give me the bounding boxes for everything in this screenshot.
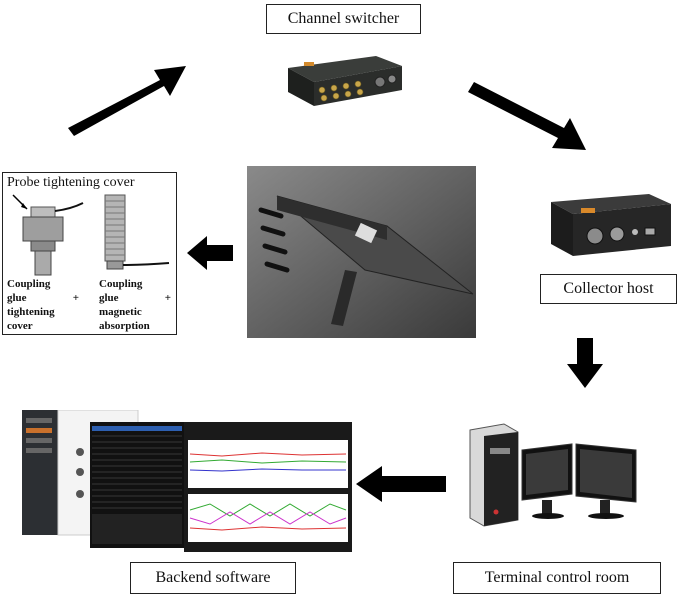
probe-panel-title: Probe tightening cover (7, 175, 135, 190)
probe-magnetic-image (104, 194, 170, 270)
probe-panel: Probe tightening cover Coupling glue + t… (2, 172, 177, 335)
left-caption-plus: + (72, 292, 79, 304)
backend-software-label: Backend software (130, 562, 296, 594)
center-sensor-photo (247, 166, 476, 338)
right-caption-line-3: magnetic (99, 306, 142, 318)
right-caption-line-4: absorption (99, 320, 150, 332)
probe-tightening-cover-image (12, 194, 84, 276)
arrow-left-bottom (356, 466, 446, 502)
right-caption-line-2: glue (99, 292, 119, 304)
left-caption-line-1: Coupling (7, 278, 51, 290)
backend-software-text: Backend software (155, 569, 271, 586)
backend-software-screenshot (22, 410, 352, 552)
left-caption-line-4: cover (7, 320, 33, 332)
right-caption-plus: + (164, 292, 171, 304)
arrow-left-center (187, 236, 233, 270)
collector-host-label: Collector host (540, 274, 677, 304)
left-caption-line-3: tightening (7, 306, 55, 318)
left-caption: Coupling glue + tightening cover (7, 277, 79, 333)
channel-switcher-label: Channel switcher (266, 4, 421, 34)
right-caption: Coupling glue + magnetic absorption (99, 277, 171, 333)
left-caption-line-2: glue (7, 292, 27, 304)
arrow-down-right (468, 82, 586, 150)
arrow-up-right (68, 66, 186, 136)
collector-host-device (551, 194, 671, 256)
arrow-down (567, 338, 603, 388)
terminal-control-room-computer (469, 423, 637, 527)
channel-switcher-text: Channel switcher (287, 10, 400, 27)
channel-switcher-device (288, 56, 402, 106)
right-caption-line-1: Coupling (99, 278, 143, 290)
terminal-control-room-text: Terminal control room (484, 569, 630, 586)
terminal-control-room-label: Terminal control room (453, 562, 661, 594)
collector-host-text: Collector host (563, 280, 654, 297)
